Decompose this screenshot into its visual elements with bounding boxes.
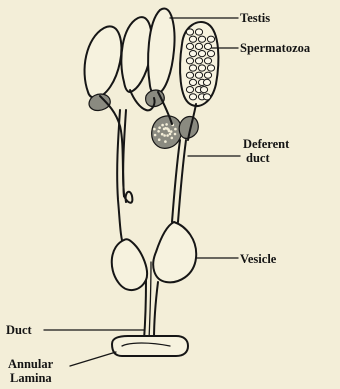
gland-dot (157, 130, 160, 133)
label-annular: Annular (8, 357, 54, 371)
label-lamina: Lamina (10, 371, 52, 385)
spermatozoon-cell (204, 72, 211, 78)
spermatozoon-cell (195, 43, 202, 49)
spermatozoon-cell (203, 94, 210, 100)
gland-dot (169, 133, 172, 136)
spermatozoon-cell (207, 36, 214, 42)
spermatozoon-cell (186, 43, 193, 49)
label-vesicle: Vesicle (240, 252, 277, 266)
label-spermatozoa: Spermatozoa (240, 41, 311, 55)
gland-dot (174, 128, 177, 131)
spermatozoon-cell (186, 87, 193, 93)
spermatozoon-cell (207, 51, 214, 57)
spermatozoon-cell (189, 65, 196, 71)
spermatozoon-cell (189, 36, 196, 42)
spermatozoon-cell (198, 51, 205, 57)
spermatozoon-cell (200, 87, 207, 93)
gland-dot (161, 124, 164, 127)
label-deferent: Deferent (243, 137, 290, 151)
spermatozoon-cell (189, 79, 196, 85)
gland-dotted (152, 116, 182, 148)
spermatozoa-sac (180, 22, 218, 106)
gland-dot (171, 137, 174, 140)
gland-dot (165, 123, 168, 126)
label-duct-line2: duct (246, 151, 270, 165)
gland-dot (163, 128, 166, 131)
gland-dot (153, 128, 156, 131)
gland-dot (161, 133, 164, 136)
gland-dot (163, 134, 166, 137)
gland-dot (174, 133, 177, 136)
spermatozoon-cell (186, 72, 193, 78)
spermatozoon-cell (186, 58, 193, 64)
spermatozoon-cell (189, 94, 196, 100)
gland-dot (170, 130, 173, 133)
label-testis: Testis (240, 11, 270, 25)
spermatozoon-cell (204, 58, 211, 64)
gland-dot (154, 134, 157, 137)
label-duct: Duct (6, 323, 33, 337)
gland-dot (164, 140, 167, 143)
spermatozoon-cell (195, 29, 202, 35)
gland-dot (166, 134, 169, 137)
spermatozoon-cell (189, 51, 196, 57)
spermatozoon-cell (198, 65, 205, 71)
spermatozoon-cell (195, 58, 202, 64)
spermatozoon-cell (207, 65, 214, 71)
gland-dot (158, 126, 161, 129)
spermatozoon-cell (195, 72, 202, 78)
spermatozoon-cell (198, 36, 205, 42)
spermatozoon-cell (204, 43, 211, 49)
spermatozoon-cell (186, 29, 193, 35)
spermatozoon-cell (203, 79, 210, 85)
gland-dot (158, 138, 161, 141)
